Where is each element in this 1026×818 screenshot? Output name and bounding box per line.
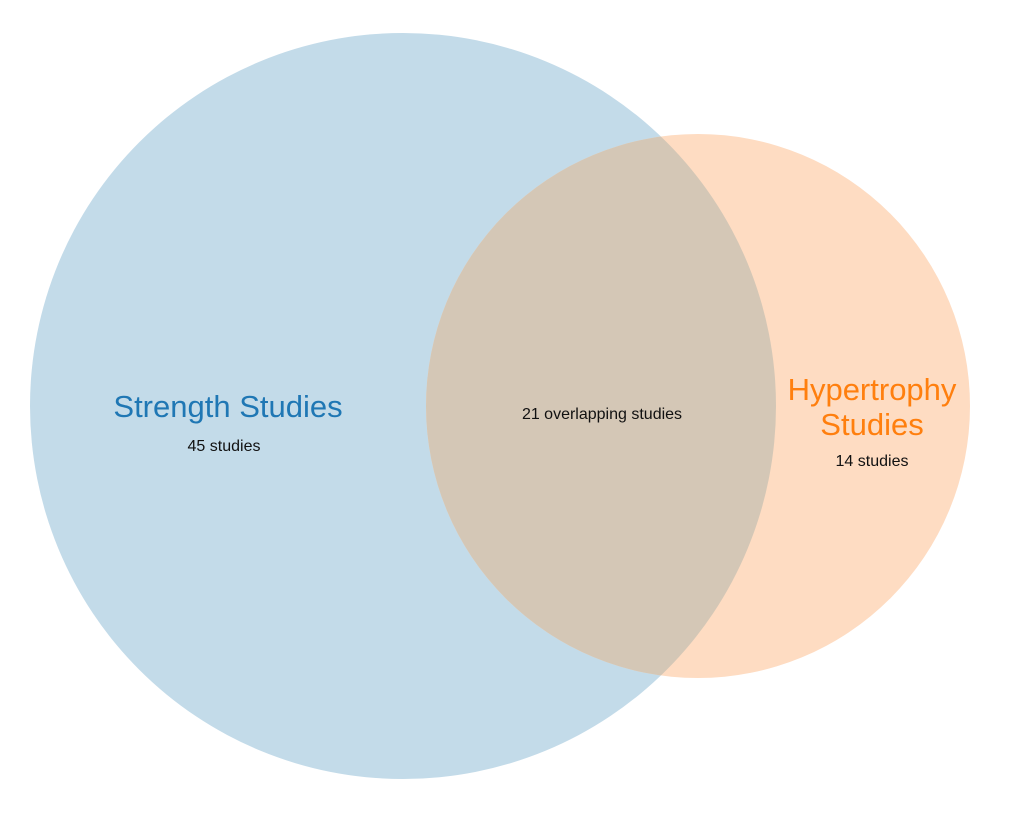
- strength-studies-count: 45 studies: [188, 438, 261, 455]
- strength-studies-label: Strength Studies: [113, 389, 342, 424]
- overlap-region: [426, 134, 776, 678]
- hypertrophy-studies-count: 14 studies: [836, 453, 909, 470]
- hypertrophy-studies-label-line2: Studies: [820, 407, 923, 442]
- overlap-count: 21 overlapping studies: [522, 406, 682, 423]
- hypertrophy-studies-label-line1: Hypertrophy: [788, 372, 957, 407]
